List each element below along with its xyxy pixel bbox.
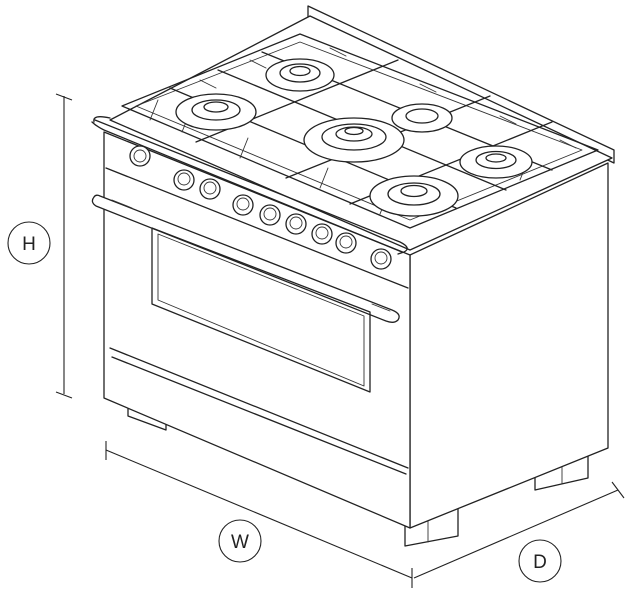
height-dimension: H [7, 93, 73, 399]
oven-door [91, 194, 400, 393]
burner-front-left [175, 93, 257, 131]
knob [259, 204, 281, 226]
burner-back-right [391, 103, 453, 133]
depth-dimension: D [413, 481, 625, 583]
control-panel [129, 145, 392, 270]
burner-right [459, 145, 533, 179]
height-label: H [22, 234, 36, 255]
width-label: W [231, 532, 249, 553]
knob [199, 178, 221, 200]
burner-back-left [265, 58, 335, 92]
depth-label: D [533, 552, 547, 573]
width-label-circle [218, 519, 262, 563]
knob [311, 223, 333, 245]
knob [285, 213, 307, 235]
knob [232, 194, 254, 216]
knob [335, 232, 357, 254]
timer-dial [129, 145, 151, 167]
knob [173, 169, 195, 191]
height-label-circle [7, 221, 51, 265]
burner-front-right [369, 175, 459, 217]
depth-label-circle [518, 539, 562, 583]
burner-center-wok [303, 117, 405, 163]
width-dimension: W [105, 441, 413, 588]
knob [370, 248, 392, 270]
